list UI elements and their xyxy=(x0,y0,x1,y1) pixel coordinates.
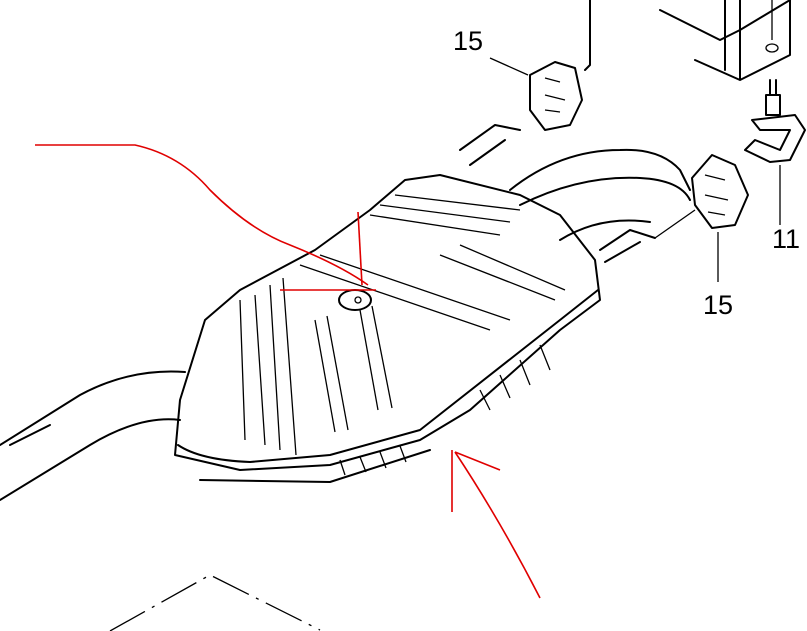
outline-dashed xyxy=(109,574,321,631)
annotation-arrow-bottom xyxy=(454,451,541,599)
muffler xyxy=(174,174,601,483)
annotation-arrowhead xyxy=(451,450,501,512)
red-annotations xyxy=(35,144,541,599)
part-label-11: 11 xyxy=(772,224,801,254)
part-label-15-top: 15 xyxy=(453,26,484,56)
front-pipe xyxy=(0,370,186,501)
rubber-hanger-top xyxy=(489,0,591,131)
annotation-arrow-top xyxy=(35,144,369,286)
rubber-hanger-right xyxy=(654,154,749,282)
annotation-line-vertical xyxy=(357,211,363,286)
part-label-15-right: 15 xyxy=(703,290,734,320)
mounting-bracket xyxy=(659,0,806,225)
tail-pipes xyxy=(459,124,691,263)
